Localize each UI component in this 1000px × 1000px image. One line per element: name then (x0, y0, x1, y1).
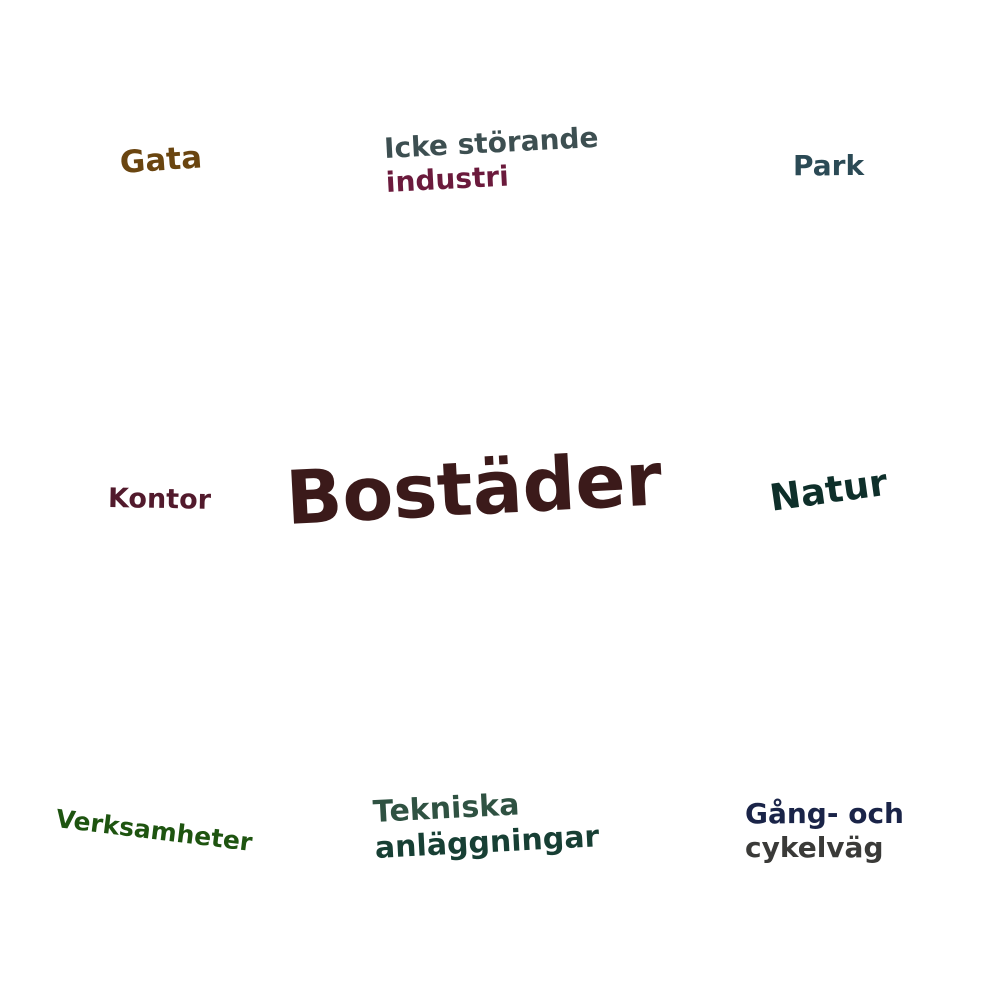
word-gang-och-cykelvag: Gång- och cykelväg (745, 797, 904, 864)
word-bostader: Bostäder (283, 436, 665, 542)
word-icke-storande-industri: Icke störande industri (383, 121, 601, 199)
word-line-gang-och: Gång- och (745, 797, 904, 830)
word-gata: Gata (118, 139, 204, 181)
word-verksamheter: Verksamheter (54, 804, 254, 857)
word-line-cykelvag: cykelväg (745, 830, 884, 864)
word-natur: Natur (767, 460, 891, 520)
word-park: Park (793, 149, 865, 182)
word-tekniska-anlaggningar: Tekniska anläggningar (372, 783, 600, 867)
word-kontor: Kontor (107, 483, 212, 516)
